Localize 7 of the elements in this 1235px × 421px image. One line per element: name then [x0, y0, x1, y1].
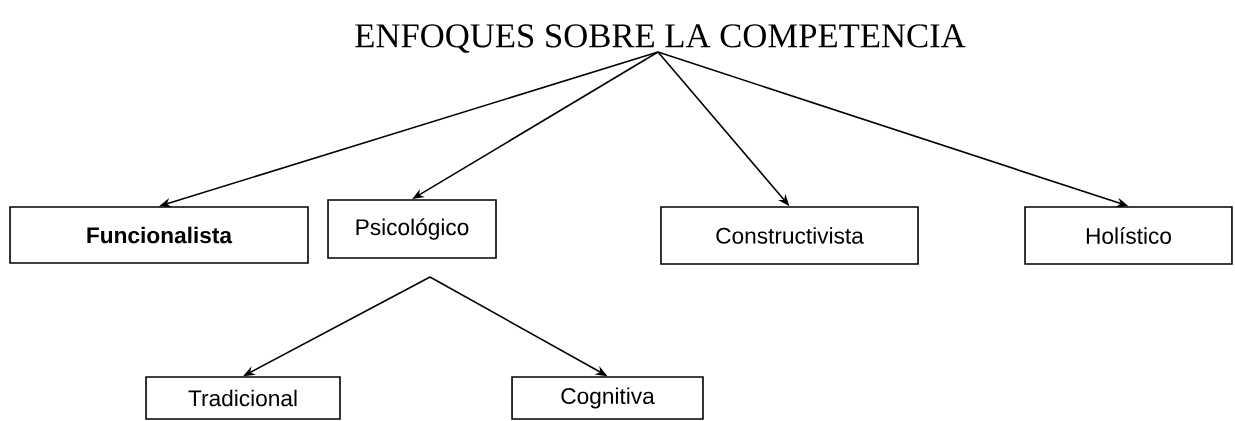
category-box: Constructivista	[660, 206, 919, 265]
category-box: Holístico	[1024, 206, 1233, 265]
category-box: Tradicional	[145, 376, 341, 420]
category-box: Psicológico	[327, 199, 497, 259]
category-box: Cognitiva	[511, 376, 704, 420]
heading-text: ENFOQUES SOBRE LA COMPETENCIA	[355, 24, 966, 53]
category-box: Funcionalista	[9, 206, 309, 264]
